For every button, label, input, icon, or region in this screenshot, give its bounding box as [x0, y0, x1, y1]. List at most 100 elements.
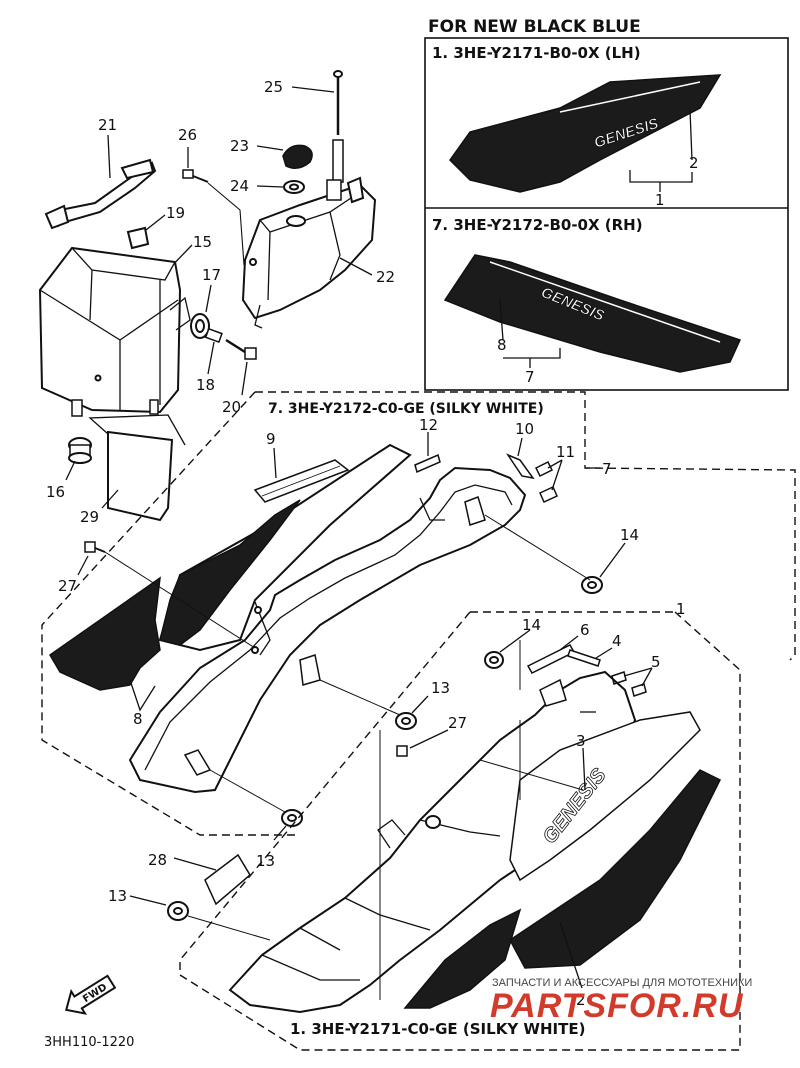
callout-27b: 27 — [448, 714, 467, 732]
pad-bracket — [88, 414, 186, 446]
leader-25 — [291, 86, 335, 93]
leader-24 — [256, 185, 284, 188]
rh-cover-label: 7. 3HE-Y2172-C0-GE (SILKY WHITE) — [268, 401, 544, 417]
leader-4 — [595, 647, 613, 659]
callout-6: 6 — [580, 621, 590, 639]
part-14-grommet-b — [484, 651, 504, 669]
part-4-strip — [567, 649, 601, 667]
leader-23 — [256, 145, 284, 151]
callout-19: 19 — [166, 204, 185, 222]
header-title: FOR NEW BLACK BLUE — [428, 17, 641, 37]
leader-13a — [411, 695, 429, 714]
box-lh-leaders — [629, 109, 693, 192]
callout-9: 9 — [266, 430, 276, 448]
leader-22 — [339, 257, 373, 276]
callout-3: 3 — [576, 732, 586, 750]
callout-23: 23 — [230, 137, 249, 155]
lh-side-cover-black: GENESIS — [449, 74, 722, 193]
part-13-grommet-c — [167, 901, 189, 921]
leader-19 — [145, 214, 166, 231]
callout-13b: 13 — [256, 852, 275, 870]
leader-13b — [273, 825, 287, 841]
leader-26b — [207, 182, 245, 266]
callout-1: 1 — [676, 600, 686, 618]
guide-13c — [187, 915, 271, 941]
part-24-washer — [283, 180, 305, 194]
guide-14a — [484, 514, 591, 581]
callout-box-rh-7: 7 — [525, 368, 535, 386]
callout-16: 16 — [46, 483, 65, 501]
leader-17 — [205, 284, 212, 313]
rh-side-cover-black: GENESIS — [443, 254, 742, 373]
part-29-pad — [107, 430, 174, 522]
fwd-arrow-icon: FWD — [65, 974, 117, 1015]
leader-16 — [65, 460, 76, 481]
callout-10: 10 — [515, 420, 534, 438]
part-20-bolt — [225, 338, 257, 360]
leader-18 — [207, 341, 215, 375]
rh-dashed-frame-left — [41, 391, 300, 836]
leader-10 — [517, 437, 523, 457]
part-13-grommet-a — [395, 712, 417, 730]
callout-17: 17 — [202, 266, 221, 284]
part-28-pad — [204, 853, 251, 906]
part-23-cap — [282, 144, 313, 169]
guide-13a — [319, 679, 401, 716]
watermark-caption: ЗАПЧАСТИ И АКСЕССУАРЫ ДЛЯ МОТОТЕХНИКИ — [492, 977, 752, 989]
callout-21: 21 — [98, 116, 117, 134]
callout-14b: 14 — [522, 616, 541, 634]
lh-cover-frame — [228, 670, 637, 1014]
leader-27a — [77, 555, 89, 576]
part-26-screw — [182, 169, 209, 183]
leader-29 — [101, 489, 119, 509]
box-rh-leaders — [499, 299, 561, 368]
lh-dashed-frame-right — [470, 611, 741, 1051]
box-rh-label: 7. 3HE-Y2172-B0-0X (RH) — [432, 216, 643, 234]
callout-25: 25 — [264, 78, 283, 96]
rh-cover-frame — [128, 466, 527, 794]
leader-11 — [547, 459, 563, 491]
drawing-code: 3HH110-1220 — [44, 1035, 134, 1050]
lh-side-cover-white: GENESIS — [403, 711, 722, 1009]
leader-2 — [559, 921, 583, 989]
leader-28 — [173, 857, 217, 871]
guide-3 — [479, 759, 584, 791]
part-11-pads — [534, 460, 558, 503]
part-10-pad — [506, 453, 535, 480]
callout-4: 4 — [612, 632, 622, 650]
callout-26: 26 — [178, 126, 197, 144]
callout-5: 5 — [651, 653, 661, 671]
callout-7: 7 — [602, 460, 612, 478]
watermark-logo: PARTSFOR.RU — [490, 987, 744, 1025]
leader-3 — [582, 747, 586, 791]
callout-14a: 14 — [620, 526, 639, 544]
leader-20 — [241, 361, 248, 396]
rh-side-cover-white — [49, 443, 412, 691]
callout-22: 22 — [376, 268, 395, 286]
leader-21 — [107, 134, 111, 179]
part-21-strap — [44, 158, 157, 230]
part-18-collar — [204, 327, 223, 344]
part-14-grommet-a — [581, 576, 603, 594]
part-25-rod — [332, 70, 344, 183]
rh-dashed-frame-top — [255, 391, 796, 661]
leader-27b — [409, 729, 449, 749]
leader-6 — [559, 635, 579, 651]
guide-27a — [104, 551, 256, 649]
part-12-pad — [414, 453, 441, 474]
callout-2: 2 — [576, 991, 586, 1009]
callout-box-lh-2: 2 — [689, 154, 699, 172]
callout-18: 18 — [196, 376, 215, 394]
callout-13c: 13 — [108, 887, 127, 905]
leader-5 — [623, 667, 653, 687]
part-17-grommet — [190, 313, 210, 339]
guide-13b — [209, 769, 286, 813]
leader-8 — [129, 679, 156, 712]
box-lh-label: 1. 3HE-Y2171-B0-0X (LH) — [432, 44, 641, 62]
callout-8: 8 — [133, 710, 143, 728]
leader-14a — [599, 542, 626, 578]
part-9-strip — [253, 459, 350, 503]
part-6-strip — [526, 644, 576, 674]
lh-cover-label: 1. 3HE-Y2171-C0-GE (SILKY WHITE) — [290, 1020, 585, 1038]
